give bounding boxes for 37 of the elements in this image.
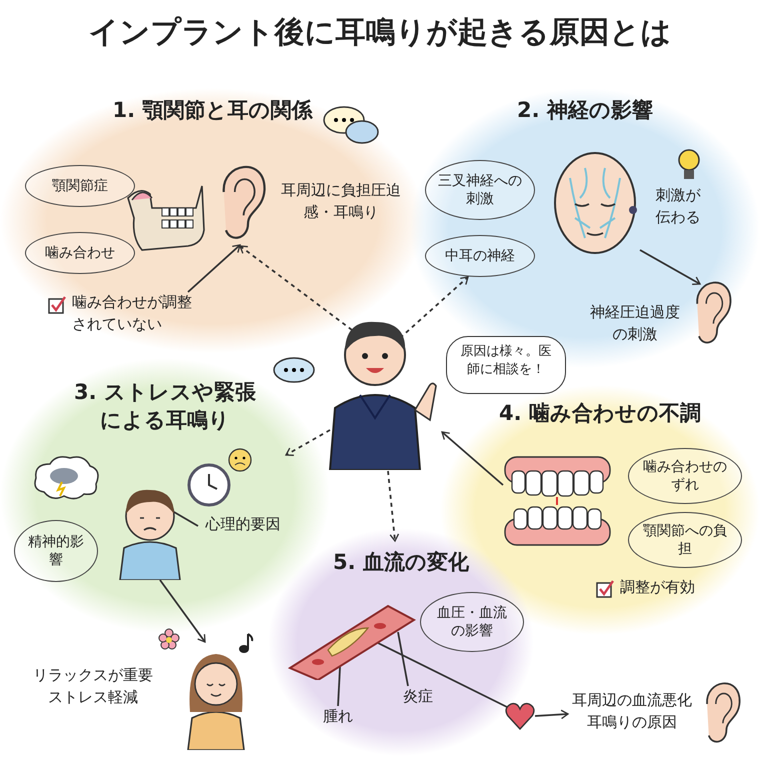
arrow (187, 244, 241, 293)
arrow (285, 429, 330, 456)
connector-line (337, 666, 341, 706)
keyword-oval: 顎関節への負担 (628, 512, 742, 568)
keyword-oval: 血圧・血流の影響 (420, 592, 524, 652)
section-title: 4. 噛み合わせの不調 (498, 400, 702, 427)
arrow (640, 249, 701, 285)
speech-bubble: 原因は様々。医師に相談を！ (446, 336, 566, 394)
connector-line (378, 642, 508, 708)
keyword-oval: 噛み合わせ (25, 232, 135, 274)
caption-text: 腫れ (318, 706, 358, 730)
connector-line (174, 511, 198, 527)
keyword-oval: 噛み合わせのずれ (628, 448, 742, 504)
caption-text: 心理的要因 (198, 514, 288, 538)
section-title: 1. 顎関節と耳の関係 (112, 97, 314, 124)
caption-text: 神経圧迫過度の刺激 (589, 302, 681, 345)
section-title: 5. 血流の変化 (332, 549, 470, 576)
keyword-oval: 顎関節症 (25, 165, 135, 207)
arrow (159, 579, 206, 643)
section-title: 2. 神経の影響 (516, 97, 654, 124)
caption-text: リラックスが重要ストレス軽減 (32, 665, 154, 708)
caption-text: 炎症 (398, 686, 438, 710)
connector-line (397, 632, 409, 686)
section-title: 3. ストレスや緊張による耳鳴り (73, 379, 257, 434)
page-title: インプラント後に耳鳴りが起きる原因とは (88, 14, 672, 52)
arrow (441, 431, 504, 486)
caption-text: 刺激が伝わる (654, 185, 702, 228)
caption-text: 耳周辺に負担圧迫感・耳鳴り (280, 180, 402, 223)
keyword-oval: 精神的影響 (14, 520, 98, 582)
arrow (239, 245, 353, 331)
note-text: 調整が有効 (620, 578, 695, 597)
caption-text: 耳周辺の血流悪化耳鳴りの原因 (568, 690, 696, 738)
arrow (387, 470, 400, 542)
note-text: 噛み合わせが調整されていない (72, 292, 193, 335)
keyword-oval: 中耳の神経 (425, 235, 535, 277)
keyword-oval: 三叉神経への刺激 (425, 160, 535, 220)
arrow (534, 710, 569, 720)
